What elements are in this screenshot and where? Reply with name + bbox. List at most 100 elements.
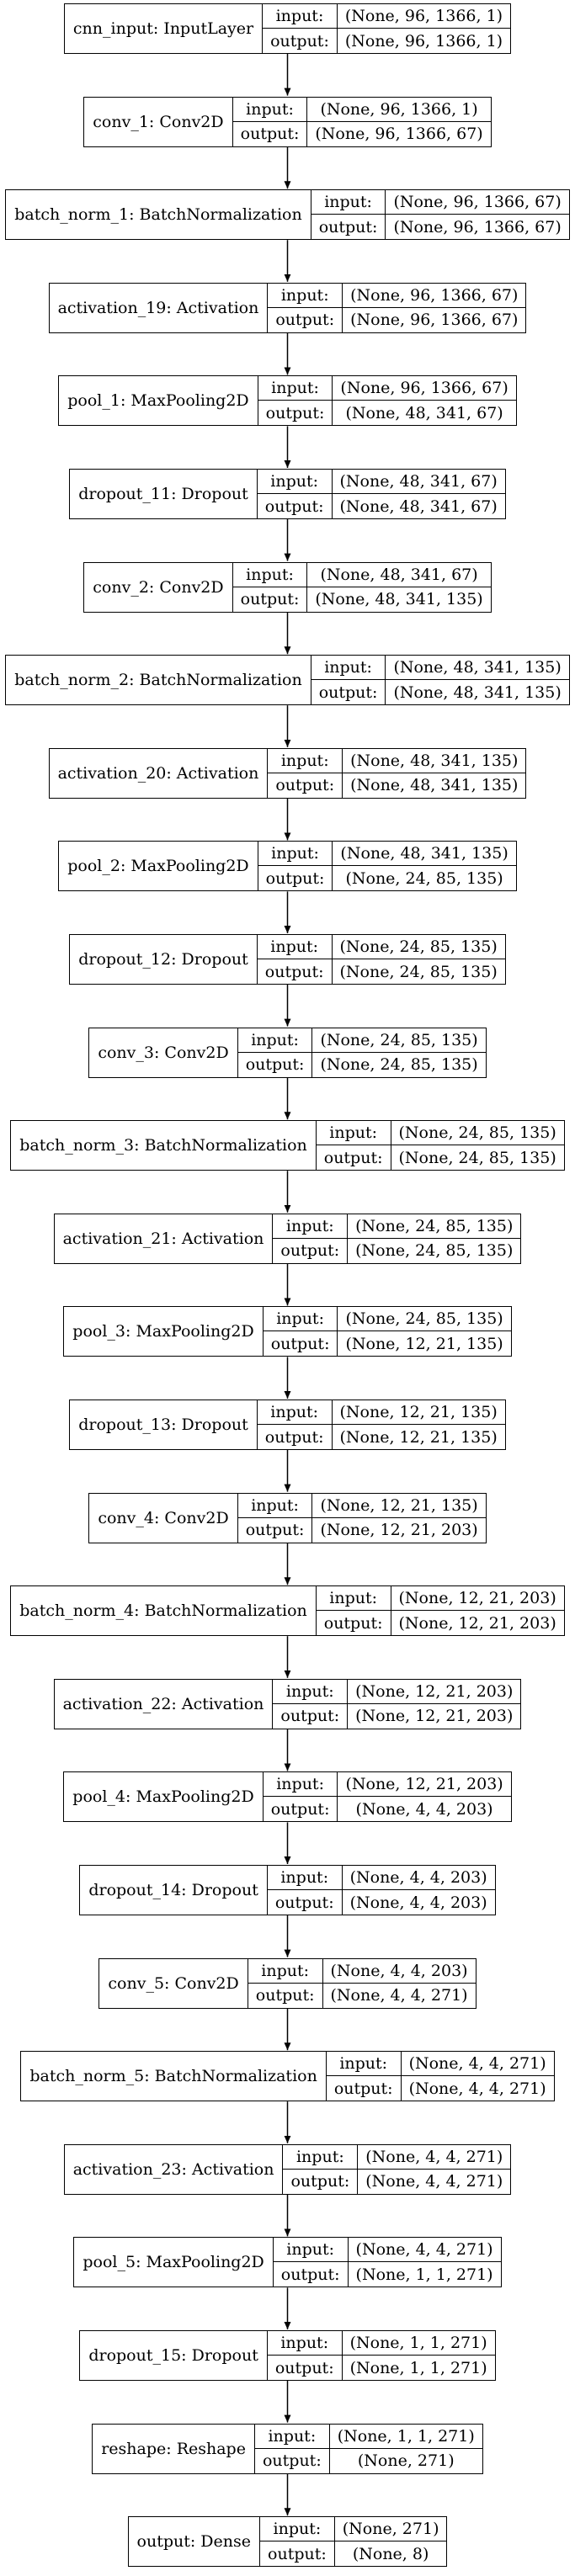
output-label: output: — [317, 1611, 391, 1636]
layer-name: conv_1: Conv2D — [84, 97, 233, 146]
output-shape: (None, 48, 341, 67) — [345, 403, 503, 422]
layer-name: dropout_12: Dropout — [70, 935, 258, 984]
input-shape: (None, 48, 341, 67) — [307, 563, 491, 587]
output-label: output: — [260, 2541, 335, 2567]
output-shape: (None, 12, 21, 203) — [355, 1707, 514, 1726]
input-label: input: — [316, 1121, 391, 1146]
port-labels: input:output: — [257, 470, 333, 518]
input-label: input: — [257, 470, 333, 494]
output-label: output: — [258, 401, 333, 426]
layer-name: cnn_input: InputLayer — [65, 4, 264, 53]
port-shapes: (None, 96, 1366, 67)(None, 96, 1366, 67) — [386, 190, 569, 239]
input-shape: (None, 12, 21, 203) — [391, 1586, 564, 1612]
output-label: output: — [317, 1145, 391, 1171]
output-shape: (None, 271) — [357, 2451, 455, 2471]
layer-name: activation_22: Activation — [55, 1679, 274, 1729]
port-shapes: (None, 12, 21, 135)(None, 12, 21, 203) — [312, 1494, 486, 1543]
port-shapes: (None, 48, 341, 135) (None, 48, 341, 135) — [343, 749, 526, 798]
output-label: output: — [273, 1238, 349, 1263]
output-label: output: — [327, 2076, 402, 2101]
output-shape: (None, 1, 1, 271) — [355, 2265, 493, 2284]
layer-name: activation_19: Activation — [50, 283, 269, 332]
input-label: input: — [260, 2517, 335, 2542]
port-labels: input:output: — [237, 1493, 313, 1543]
output-label: output: — [258, 1425, 333, 1449]
output-shape: (None, 48, 341, 135) — [350, 776, 519, 795]
output-shape: (None, 24, 85, 135) — [398, 1148, 556, 1167]
input-label: input: — [258, 376, 333, 401]
layer-name: batch_norm_3: BatchNormalization — [11, 1121, 317, 1171]
port-labels: input:output: — [268, 748, 343, 798]
input-label: input: — [273, 2238, 349, 2263]
input-shape: (None, 4, 4, 271) — [401, 2052, 554, 2077]
layer-name: pool_5: MaxPooling2D — [74, 2238, 274, 2287]
output-label: output: — [233, 121, 308, 146]
output-label: output: — [268, 1890, 343, 1915]
input-label: input: — [268, 748, 343, 773]
layer-name: batch_norm_2: BatchNormalization — [6, 656, 311, 705]
port-shapes: (None, 24, 85, 135)(None, 24, 85, 135) — [348, 1214, 521, 1263]
input-label: input: — [267, 1866, 343, 1890]
port-labels: input:output: — [283, 2144, 359, 2194]
port-labels: input:output: — [311, 190, 386, 240]
output-label: output: — [264, 1331, 338, 1357]
input-shape: (None, 96, 1366, 1) — [337, 4, 511, 29]
port-shapes: (None, 4, 4, 271)(None, 1, 1, 271) — [348, 2238, 501, 2287]
output-shape: (None, 24, 85, 135) — [320, 1055, 478, 1075]
input-label: input: — [257, 1400, 333, 1425]
input-label: input: — [248, 1958, 323, 1984]
output-label: output: — [233, 587, 308, 612]
port-shapes: (None, 24, 85, 135)(None, 24, 85, 135) — [312, 1028, 486, 1077]
layer-name: activation_21: Activation — [55, 1214, 274, 1263]
port-labels: input:output: — [326, 2052, 402, 2101]
input-shape: (None, 96, 1366, 67) — [386, 190, 569, 215]
port-labels: input:output: — [254, 2424, 330, 2473]
port-shapes: (None, 12, 21, 203)(None, 12, 21, 203) — [348, 1680, 521, 1729]
port-shapes: (None, 4, 4, 271) (None, 4, 4, 271) — [401, 2052, 554, 2101]
output-shape: (None, 12, 21, 135) — [345, 1334, 503, 1353]
output-label: output: — [264, 1797, 338, 1822]
input-shape: (None, 48, 341, 67) — [332, 470, 505, 494]
input-label: input: — [232, 562, 308, 587]
layer-name: dropout_13: Dropout — [70, 1400, 258, 1449]
input-shape: (None, 1, 1, 271) — [342, 2331, 495, 2356]
port-shapes: (None, 1, 1, 271)(None, 271) — [329, 2425, 482, 2473]
port-shapes: (None, 4, 4, 203)(None, 4, 4, 271) — [322, 1959, 476, 2008]
port-labels: input:output: — [232, 97, 308, 146]
output-label: output: — [311, 680, 386, 705]
input-label: input: — [257, 935, 333, 959]
input-shape: (None, 24, 85, 135) — [312, 1028, 486, 1053]
input-label: input: — [316, 1586, 391, 1612]
output-shape: (None, 24, 85, 135) — [355, 1241, 514, 1261]
port-labels: input:output: — [263, 4, 338, 53]
output-shape: (None, 4, 4, 271) — [408, 2079, 546, 2098]
input-shape: (None, 96, 1366, 67) — [343, 284, 526, 308]
output-label: output: — [311, 215, 386, 240]
input-shape: (None, 48, 341, 135) — [343, 749, 526, 773]
input-shape: (None, 24, 85, 135) — [391, 1121, 564, 1146]
port-shapes: (None, 24, 85, 135)(None, 12, 21, 135) — [338, 1307, 511, 1356]
port-labels: input:output: — [258, 376, 333, 426]
input-shape: (None, 271) — [334, 2517, 447, 2542]
